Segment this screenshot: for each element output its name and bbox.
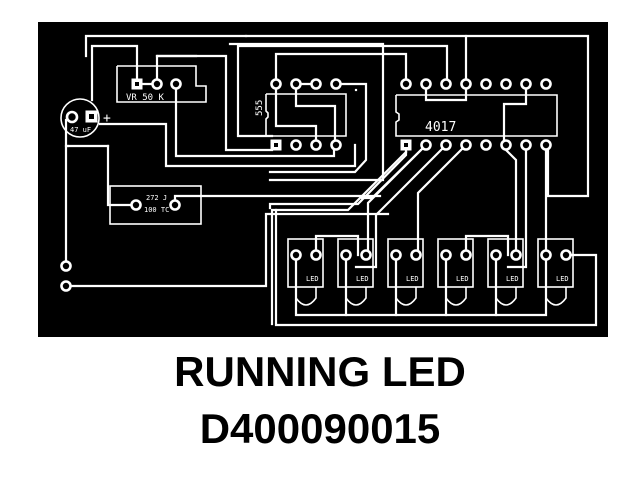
pad <box>500 78 512 90</box>
pad <box>290 78 302 90</box>
ic-4017-label: 4017 <box>425 120 456 135</box>
terminal-pad <box>60 280 72 292</box>
led-label: LED <box>306 275 319 283</box>
pad <box>460 139 472 151</box>
polarity-plus-icon: + <box>103 111 111 126</box>
capacitor-tolerance-label: 100 TC <box>144 206 169 214</box>
pad <box>540 78 552 90</box>
capacitor-272j: 272 J 100 TC <box>109 185 202 225</box>
led-label: LED <box>456 275 469 283</box>
pad <box>330 139 342 151</box>
pad <box>270 78 282 90</box>
pad <box>290 139 302 151</box>
pad <box>310 139 322 151</box>
potentiometer-label: VR 50 K <box>126 93 165 103</box>
title-line-1: RUNNING LED <box>174 348 466 395</box>
ic-4017: 4017 <box>395 78 558 151</box>
pad <box>420 139 432 151</box>
title-line-2: D400090015 <box>199 405 441 452</box>
power-terminals <box>60 260 72 292</box>
pad <box>440 139 452 151</box>
copper-traces <box>64 34 598 327</box>
led-label: LED <box>506 275 519 283</box>
led-5: LED <box>487 238 524 306</box>
potentiometer-vr50k: VR 50 K <box>116 65 207 103</box>
pad <box>540 139 552 151</box>
ic-555: 555 <box>255 78 347 151</box>
pad <box>520 78 532 90</box>
led-label: LED <box>406 275 419 283</box>
pad <box>500 139 512 151</box>
capacitor-value-label: 272 J <box>146 194 167 202</box>
capacitor-47uf: 47 uF + <box>60 98 111 138</box>
led-label: LED <box>556 275 569 283</box>
capacitor-label: 47 uF <box>70 126 91 134</box>
led-2: LED <box>337 238 374 306</box>
terminal-pad <box>60 260 72 272</box>
pad <box>169 199 181 211</box>
pad <box>520 139 532 151</box>
pad <box>460 78 472 90</box>
led-4: LED <box>437 238 474 306</box>
pad <box>420 78 432 90</box>
pad <box>480 139 492 151</box>
pad <box>170 78 182 90</box>
pad <box>440 78 452 90</box>
ic-555-label: 555 <box>255 100 265 116</box>
pad <box>310 78 322 90</box>
pcb-layout: VR 50 K 47 uF + 272 J 100 TC 555 4017 <box>38 22 608 337</box>
pad <box>480 78 492 90</box>
pad <box>130 199 142 211</box>
led-6: LED <box>537 238 574 306</box>
pad <box>330 78 342 90</box>
pad <box>65 110 79 124</box>
led-1: LED <box>287 238 324 306</box>
led-label: LED <box>356 275 369 283</box>
pad <box>151 78 163 90</box>
led-3: LED <box>387 238 424 306</box>
pad <box>400 78 412 90</box>
